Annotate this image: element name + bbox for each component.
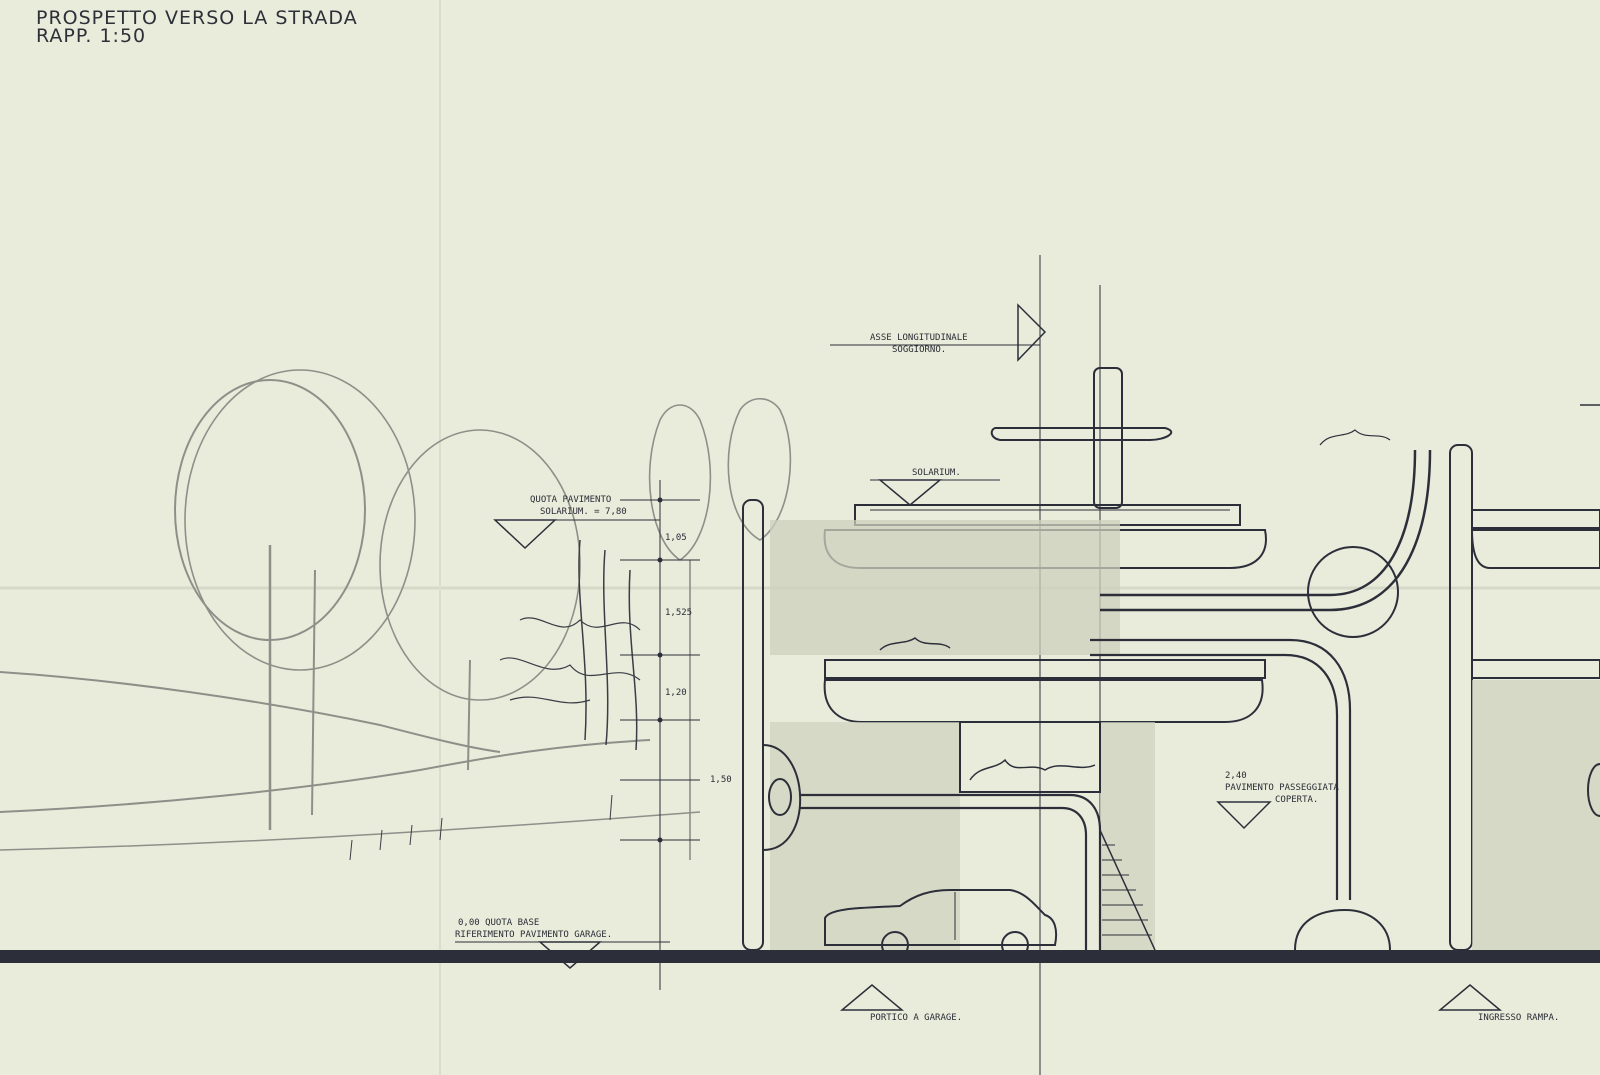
drawing-scale: RAPP. 1:50: [36, 25, 146, 47]
label-asse-2: SOGGIORNO.: [892, 345, 946, 355]
label-asse-1: ASSE LONGITUDINALE: [870, 333, 968, 343]
building: [742, 367, 1600, 951]
dim-label-4: 1,50: [710, 775, 732, 785]
dimension-column: 1,05 1,525 1,20 1,50: [620, 497, 732, 843]
ink-trees: [349, 539, 641, 861]
dim-label-2: 1,525: [665, 608, 692, 618]
label-portico: PORTICO A GARAGE.: [870, 1013, 962, 1023]
label-ingresso: INGRESSO RAMPA.: [1478, 1013, 1559, 1023]
label-pav-2: PAVIMENTO PASSEGGIATA: [1225, 783, 1339, 793]
label-quota-sol-1: QUOTA PAVIMENTO: [530, 495, 611, 505]
pencil-landscape: [0, 369, 792, 860]
ground-line: [0, 950, 1600, 963]
drawing-title: PROSPETTO VERSO LA STRADA: [36, 7, 358, 29]
label-quota-base-2: RIFERIMENTO PAVIMENTO GARAGE.: [455, 930, 612, 940]
label-pav-1: 2,40: [1225, 771, 1247, 781]
level-markers: [455, 303, 1600, 1011]
label-quota-base-1: 0,00 QUOTA BASE: [458, 918, 539, 928]
car: [824, 889, 1058, 959]
annotations: ASSE LONGITUDINALE SOGGIORNO. SOLARIUM. …: [455, 333, 1559, 1023]
label-pav-3: COPERTA.: [1275, 795, 1318, 805]
stairs: [1099, 829, 1156, 951]
label-solarium: SOLARIUM.: [912, 468, 961, 478]
dim-label-1: 1,05: [665, 533, 687, 543]
label-quota-sol-2: SOLARIUM. = 7,80: [540, 507, 627, 517]
dim-label-3: 1,20: [665, 688, 687, 698]
middle-wall: [770, 520, 1120, 655]
